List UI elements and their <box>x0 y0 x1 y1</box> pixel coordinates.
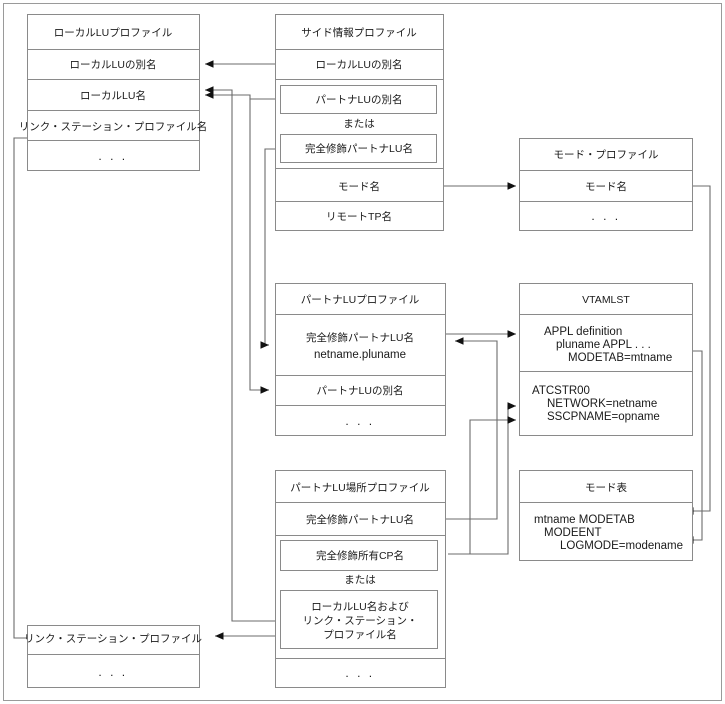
vtam-pluname-appl: pluname APPL . . . <box>556 339 651 351</box>
connector-mode-profile-to-mode-table <box>685 185 711 515</box>
box-mode-table: モード表 mtname MODETAB MODEENT LOGMODE=mode… <box>519 470 693 561</box>
box-side-info-profile: サイド情報プロファイル ローカルLUの別名 パートナLUの別名 または 完全修飾… <box>275 14 444 231</box>
link-station-profile-ellipsis: . . . <box>98 665 127 679</box>
pllp-fq-partner-lu-name: 完全修飾パートナLU名 <box>306 513 414 526</box>
pllp-ellipsis: . . . <box>345 666 374 680</box>
fq-partner-lu-name-row: 完全修飾パートナLU名 <box>305 142 413 155</box>
connector-partner-alias-to-plp-alias <box>249 98 277 394</box>
or-label-2: または <box>344 574 376 586</box>
vtam-atcstr00: ATCSTR00 <box>532 385 590 397</box>
local-lu-profile-ellipsis: . . . <box>98 149 127 163</box>
pllp-local-lu-line2: リンク・ステーション・ <box>302 615 417 627</box>
box-partner-lu-location-profile: パートナLU場所プロファイル 完全修飾パートナLU名 完全修飾所有CP名 または… <box>275 470 446 688</box>
vtam-modetab: MODETAB=mtname <box>568 352 672 364</box>
link-station-profile-name-row: リンク・ステーション・プロファイル名 <box>19 120 208 133</box>
vtamlst-header: VTAMLST <box>582 294 630 306</box>
connector-vtam-modetab-to-mode-table <box>685 350 703 544</box>
pllp-header: パートナLU場所プロファイル <box>290 481 429 494</box>
plp-fq-partner-lu-name: 完全修飾パートナLU名 <box>306 331 414 344</box>
box-vtamlst: VTAMLST APPL definition pluname APPL . .… <box>519 283 693 436</box>
box-local-lu-profile: ローカルLUプロファイル ローカルLUの別名 ローカルLU名 リンク・ステーショ… <box>19 14 208 171</box>
connector-pllp-localname-to-local-lu-name <box>205 86 277 622</box>
partner-lu-profile-header: パートナLUプロファイル <box>301 294 419 306</box>
page-frame <box>3 3 722 701</box>
link-station-profile-header: リンク・ステーション・プロファイル <box>24 633 202 645</box>
connector-pllp-fqname-to-plp-fqname <box>446 337 498 520</box>
partner-lu-alias-row: パートナLUの別名 <box>316 93 403 106</box>
box-mode-profile: モード・プロファイル モード名 . . . <box>519 138 693 231</box>
plp-netname-pluname: netname.pluname <box>314 349 406 361</box>
connector-pllp-cpname-to-vtam-sscpname <box>448 416 516 555</box>
pllp-fq-owning-cp-name: 完全修飾所有CP名 <box>316 549 404 562</box>
pllp-local-lu-line3: プロファイル名 <box>323 628 397 641</box>
local-lu-name-row: ローカルLU名 <box>80 89 146 102</box>
vtam-sscpname: SSCPNAME=opname <box>547 411 660 423</box>
remote-tp-name-row: リモートTP名 <box>326 210 392 223</box>
plp-ellipsis: . . . <box>345 414 374 428</box>
mode-table-header: モード表 <box>585 481 627 494</box>
box-link-station-profile: リンク・ステーション・プロファイル . . . <box>24 625 202 688</box>
connector-partner-alias-left <box>205 91 277 100</box>
pllp-local-lu-line1: ローカルLU名および <box>311 600 409 613</box>
plp-partner-lu-alias: パートナLUの別名 <box>317 384 404 397</box>
mode-profile-mode-name-row: モード名 <box>585 180 627 193</box>
mode-table-line3: LOGMODE=modename <box>560 540 683 552</box>
vtam-appl-definition: APPL definition <box>544 326 622 338</box>
mode-table-line2: MODEENT <box>544 527 602 539</box>
connector-side-fqname-to-plp-fqname <box>260 148 277 349</box>
side-info-profile-header: サイド情報プロファイル <box>301 26 417 39</box>
mode-name-row: モード名 <box>338 180 380 193</box>
box-partner-lu-profile: パートナLUプロファイル 完全修飾パートナLU名 netname.pluname… <box>275 283 446 436</box>
mode-table-line1: mtname MODETAB <box>534 514 635 526</box>
connector-pllp-cpname-to-vtam-network <box>448 402 516 555</box>
or-label-1: または <box>343 118 375 130</box>
connector-lsp-name-to-lsp-box <box>13 137 38 642</box>
side-local-lu-alias-row: ローカルLUの別名 <box>316 58 403 71</box>
connector-layer <box>13 60 711 642</box>
mode-profile-ellipsis: . . . <box>591 209 620 223</box>
vtam-network: NETWORK=netname <box>547 398 657 410</box>
local-lu-alias-row: ローカルLUの別名 <box>70 58 157 71</box>
mode-profile-header: モード・プロファイル <box>554 149 659 161</box>
local-lu-profile-header: ローカルLUプロファイル <box>54 27 172 39</box>
